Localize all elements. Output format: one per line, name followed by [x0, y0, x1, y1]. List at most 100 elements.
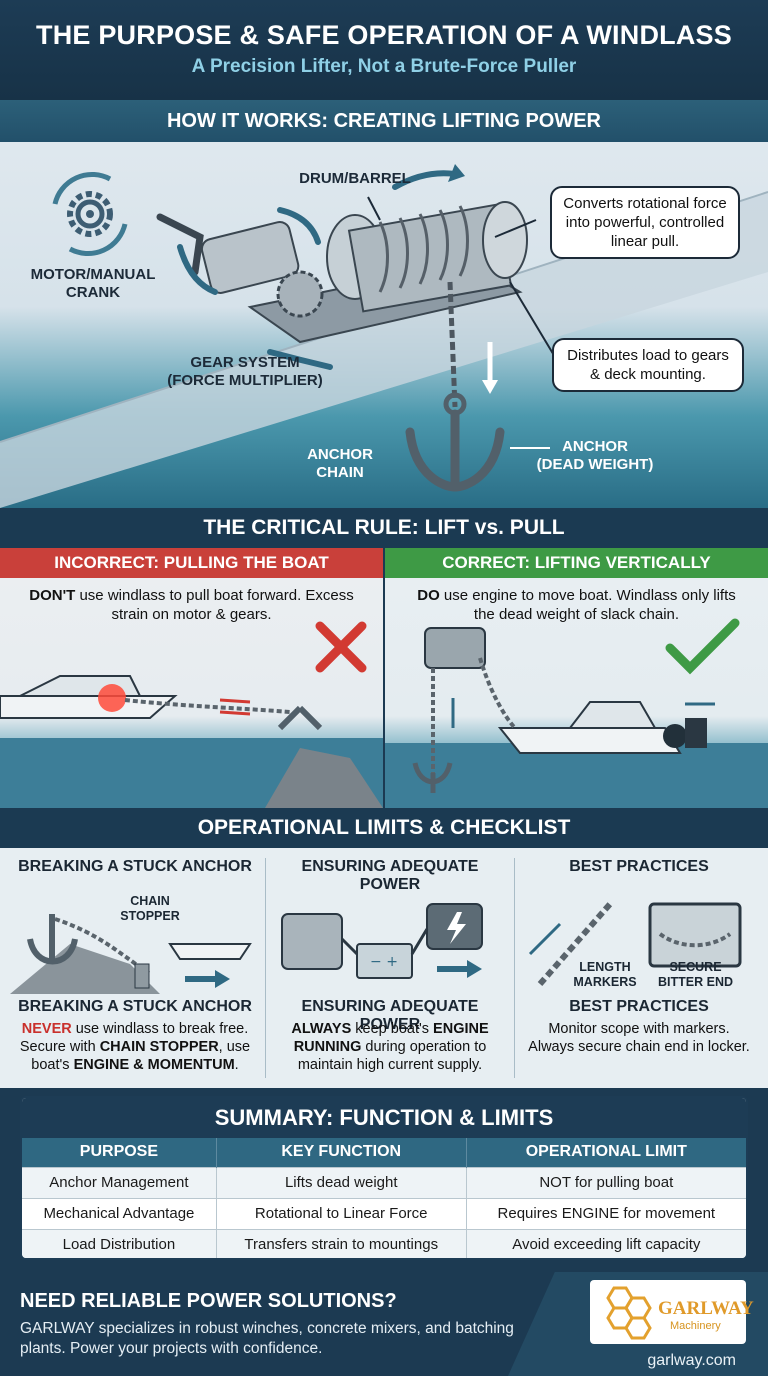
critical-rule-title: THE CRITICAL RULE: LIFT vs. PULL: [0, 508, 768, 548]
adequate-power-w1: ALWAYS: [291, 1021, 352, 1037]
incorrect-lead: DON'T: [29, 587, 76, 604]
incorrect-illustration: [0, 621, 383, 808]
chain-stopper-line2: STOPPER: [120, 909, 180, 923]
garlway-logo[interactable]: GARLWAY Machinery: [590, 1280, 754, 1344]
footer: NEED RELIABLE POWER SOLUTIONS? GARLWAY s…: [0, 1272, 768, 1376]
table-cell: Load Distribution: [22, 1228, 217, 1258]
header: THE PURPOSE & SAFE OPERATION OF A WINDLA…: [0, 0, 768, 100]
table-row: Load Distribution Transfers strain to mo…: [22, 1228, 746, 1258]
check-icon: [665, 618, 740, 675]
how-it-works-title: HOW IT WORKS: CREATING LIFTING POWER: [0, 100, 768, 142]
summary-col-header: KEY FUNCTION: [216, 1138, 467, 1167]
cross-icon: [315, 621, 367, 673]
adequate-power-column: ENSURING ADEQUATE POWER − + ENSURING ADE…: [272, 848, 508, 1088]
callout-distributes: Distributes load to gears & deck mountin…: [552, 338, 744, 392]
correct-heading: CORRECT: LIFTING VERTICALLY: [385, 548, 768, 578]
length-markers-line1: LENGTH: [579, 960, 631, 974]
gear-label: GEAR SYSTEM (FORCE MULTIPLIER): [160, 354, 330, 390]
stuck-anchor-w1: NEVER: [21, 1021, 72, 1037]
anchor-label-line2: (DEAD WEIGHT): [536, 456, 654, 473]
bitter-end-label: SECURE BITTER END: [648, 960, 743, 990]
gear-icon: [52, 172, 128, 256]
logo-name: GARLWAY: [658, 1298, 754, 1319]
adequate-power-t1: keep boat's: [351, 1021, 434, 1037]
motor-label-line2: CRANK: [65, 284, 121, 301]
stuck-anchor-subheading: BREAKING A STUCK ANCHOR: [18, 998, 252, 1015]
stuck-anchor-w2: CHAIN STOPPER: [99, 1039, 219, 1055]
svg-text:− +: − +: [370, 954, 398, 970]
summary-col-header: OPERATIONAL LIMIT: [466, 1138, 746, 1167]
incorrect-text: DON'T use windlass to pull boat forward.…: [20, 586, 363, 624]
column-divider: [514, 858, 515, 1078]
best-practices-subheading: BEST PRACTICES: [569, 998, 709, 1015]
chain-label-line1: ANCHOR: [307, 446, 373, 463]
table-row: Mechanical Advantage Rotational to Linea…: [22, 1197, 746, 1229]
stuck-anchor-heading: BREAKING A STUCK ANCHOR: [18, 858, 252, 875]
stuck-anchor-t3: .: [234, 1057, 239, 1073]
adequate-power-heading: ENSURING ADEQUATE POWER: [301, 858, 479, 893]
stuck-anchor-column: BREAKING A STUCK ANCHOR CHAIN STOPPER BR…: [10, 848, 260, 1088]
table-cell: NOT for pulling boat: [466, 1166, 746, 1198]
operational-title: OPERATIONAL LIMITS & CHECKLIST: [0, 808, 768, 848]
correct-panel: DO use engine to move boat. Windlass onl…: [385, 578, 768, 808]
adequate-power-illustration: − +: [281, 903, 483, 979]
footer-text: GARLWAY specializes in robust winches, c…: [20, 1320, 514, 1357]
column-divider: [265, 858, 266, 1078]
operational-section: BREAKING A STUCK ANCHOR CHAIN STOPPER BR…: [0, 848, 768, 1088]
summary-table: PURPOSE KEY FUNCTION OPERATIONAL LIMIT A…: [22, 1138, 746, 1258]
logo-subtitle: Machinery: [670, 1320, 721, 1332]
table-cell: Anchor Management: [22, 1166, 217, 1198]
adequate-power-text: ALWAYS keep boat's ENGINE RUNNING during…: [278, 1020, 502, 1074]
summary-title: SUMMARY: FUNCTION & LIMITS: [22, 1098, 746, 1138]
chain-stopper-label: CHAIN STOPPER: [115, 894, 185, 924]
correct-lead: DO: [417, 587, 440, 604]
callout-rotational: Converts rotational force into powerful,…: [550, 186, 740, 259]
anchor-icon: [405, 392, 505, 492]
chain-icon: [537, 902, 613, 986]
chain-label-line2: CHAIN: [316, 464, 364, 481]
how-it-works-illustration: DRUM/BARREL MOTOR/MANUAL CRANK GEAR SYST…: [0, 142, 768, 508]
hexagon-logo-icon: [606, 1286, 652, 1340]
bitter-end-line1: SECURE: [669, 960, 722, 974]
summary-panel: SUMMARY: FUNCTION & LIMITS PURPOSE KEY F…: [20, 1096, 748, 1260]
best-practices-illustration: [528, 902, 742, 986]
chain-label: ANCHOR CHAIN: [300, 446, 380, 482]
incorrect-body: use windlass to pull boat forward. Exces…: [75, 587, 354, 623]
anchor-label-line1: ANCHOR: [562, 438, 628, 455]
stuck-anchor-t1: use windlass to break free. Secure with: [19, 1021, 249, 1055]
length-markers-line2: MARKERS: [573, 975, 637, 989]
adequate-power-t2: during operation to maintain high curren…: [297, 1039, 487, 1073]
windlass-diagram: [0, 164, 768, 508]
adequate-power-w2: ENGINE RUNNING: [293, 1021, 489, 1055]
motor-label-line1: MOTOR/MANUAL: [30, 266, 156, 283]
website-link[interactable]: garlway.com: [647, 1352, 736, 1369]
correct-illustration: [385, 618, 768, 808]
table-cell: Lifts dead weight: [216, 1166, 467, 1198]
table-cell: Mechanical Advantage: [22, 1197, 217, 1229]
bitter-end-line2: BITTER END: [658, 975, 733, 989]
length-markers-label: LENGTH MARKERS: [565, 960, 645, 990]
anchor-label: ANCHOR (DEAD WEIGHT): [530, 438, 660, 474]
stuck-anchor-illustration: [10, 914, 252, 994]
footer-heading: NEED RELIABLE POWER SOLUTIONS?: [20, 1290, 397, 1312]
table-cell: Avoid exceeding lift capacity: [466, 1228, 746, 1258]
page-subtitle: A Precision Lifter, Not a Brute-Force Pu…: [191, 56, 577, 77]
gear-label-line1: GEAR SYSTEM: [190, 354, 300, 371]
best-practices-text: Monitor scope with markers. Always secur…: [528, 1021, 750, 1055]
stuck-anchor-t2: , use boat's: [31, 1039, 251, 1073]
drum-label: DRUM/BARREL: [299, 170, 411, 187]
gear-label-line2: (FORCE MULTIPLIER): [167, 372, 323, 389]
incorrect-heading: INCORRECT: PULLING THE BOAT: [0, 548, 383, 578]
stuck-anchor-w3: ENGINE & MOMENTUM: [73, 1057, 235, 1073]
best-practices-column: BEST PRACTICES LENGTH MARKERS SECURE BIT…: [520, 848, 758, 1088]
incorrect-panel: DON'T use windlass to pull boat forward.…: [0, 578, 383, 808]
locker-icon: [648, 902, 742, 968]
correct-text: DO use engine to move boat. Windlass onl…: [405, 586, 748, 624]
page-title: THE PURPOSE & SAFE OPERATION OF A WINDLA…: [36, 20, 732, 50]
table-cell: Requires ENGINE for movement: [466, 1197, 746, 1229]
summary-col-header: PURPOSE: [22, 1138, 217, 1167]
table-cell: Rotational to Linear Force: [216, 1197, 467, 1229]
table-row: Anchor Management Lifts dead weight NOT …: [22, 1166, 746, 1198]
motor-label: MOTOR/MANUAL CRANK: [18, 266, 168, 302]
chain-stopper-line1: CHAIN: [130, 894, 170, 908]
